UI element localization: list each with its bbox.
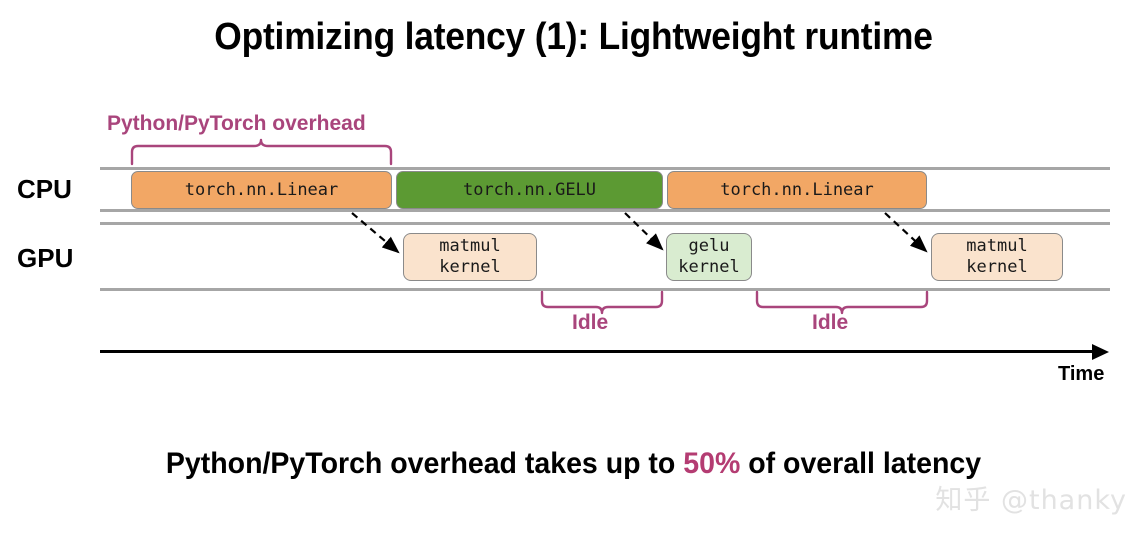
overhead-brace-icon: [130, 138, 393, 166]
gpu-block-gelu-line1: gelu: [688, 236, 730, 256]
idle-brace-2-icon: [755, 290, 929, 315]
cpu-block-gelu: torch.nn.GELU: [396, 171, 663, 209]
cpu-block-linear-2: torch.nn.Linear: [667, 171, 927, 209]
gpu-lane-bottom-rule: [100, 288, 1110, 291]
caption-suffix: of overall latency: [740, 447, 982, 480]
page-title: Optimizing latency (1): Lightweight runt…: [214, 16, 933, 58]
gpu-block-gelu: gelu kernel: [666, 233, 752, 281]
cpu-block-linear-1: torch.nn.Linear: [131, 171, 392, 209]
caption-prefix: Python/PyTorch overhead takes up to: [165, 447, 684, 480]
launch-arrow-linear1-to-matmul1: [351, 212, 400, 254]
gpu-block-matmul-2-line1: matmul: [966, 236, 1028, 256]
gpu-block-matmul-1-line1: matmul: [439, 236, 501, 256]
idle-annotation-label-1: Idle: [572, 311, 609, 334]
lane-label-gpu: GPU: [17, 243, 74, 273]
lane-label-cpu: CPU: [17, 174, 72, 204]
gpu-block-matmul-1: matmul kernel: [403, 233, 537, 281]
caption: Python/PyTorch overhead takes up to 50% …: [29, 447, 1119, 481]
watermark: 知乎 @thanky: [935, 485, 1127, 516]
time-axis-label: Time: [1058, 363, 1105, 385]
cpu-lane-bottom-rule: [100, 209, 1110, 212]
gpu-lane-top-rule: [100, 222, 1110, 225]
launch-arrow-gelu-to-gelu: [624, 212, 664, 251]
gpu-block-gelu-line2: kernel: [678, 257, 740, 277]
gpu-block-matmul-2-line2: kernel: [966, 257, 1028, 277]
launch-arrow-linear2-to-matmul2: [884, 212, 928, 253]
time-axis-line: [100, 350, 1100, 353]
time-axis-arrow-icon: [1092, 344, 1109, 360]
overhead-annotation-label: Python/PyTorch overhead: [107, 112, 366, 135]
gpu-block-matmul-1-line2: kernel: [439, 257, 501, 277]
cpu-lane-top-rule: [100, 167, 1110, 170]
caption-highlight: 50%: [683, 447, 741, 480]
idle-brace-1-icon: [540, 290, 664, 315]
idle-annotation-label-2: Idle: [812, 311, 849, 334]
gpu-block-matmul-2: matmul kernel: [931, 233, 1063, 281]
